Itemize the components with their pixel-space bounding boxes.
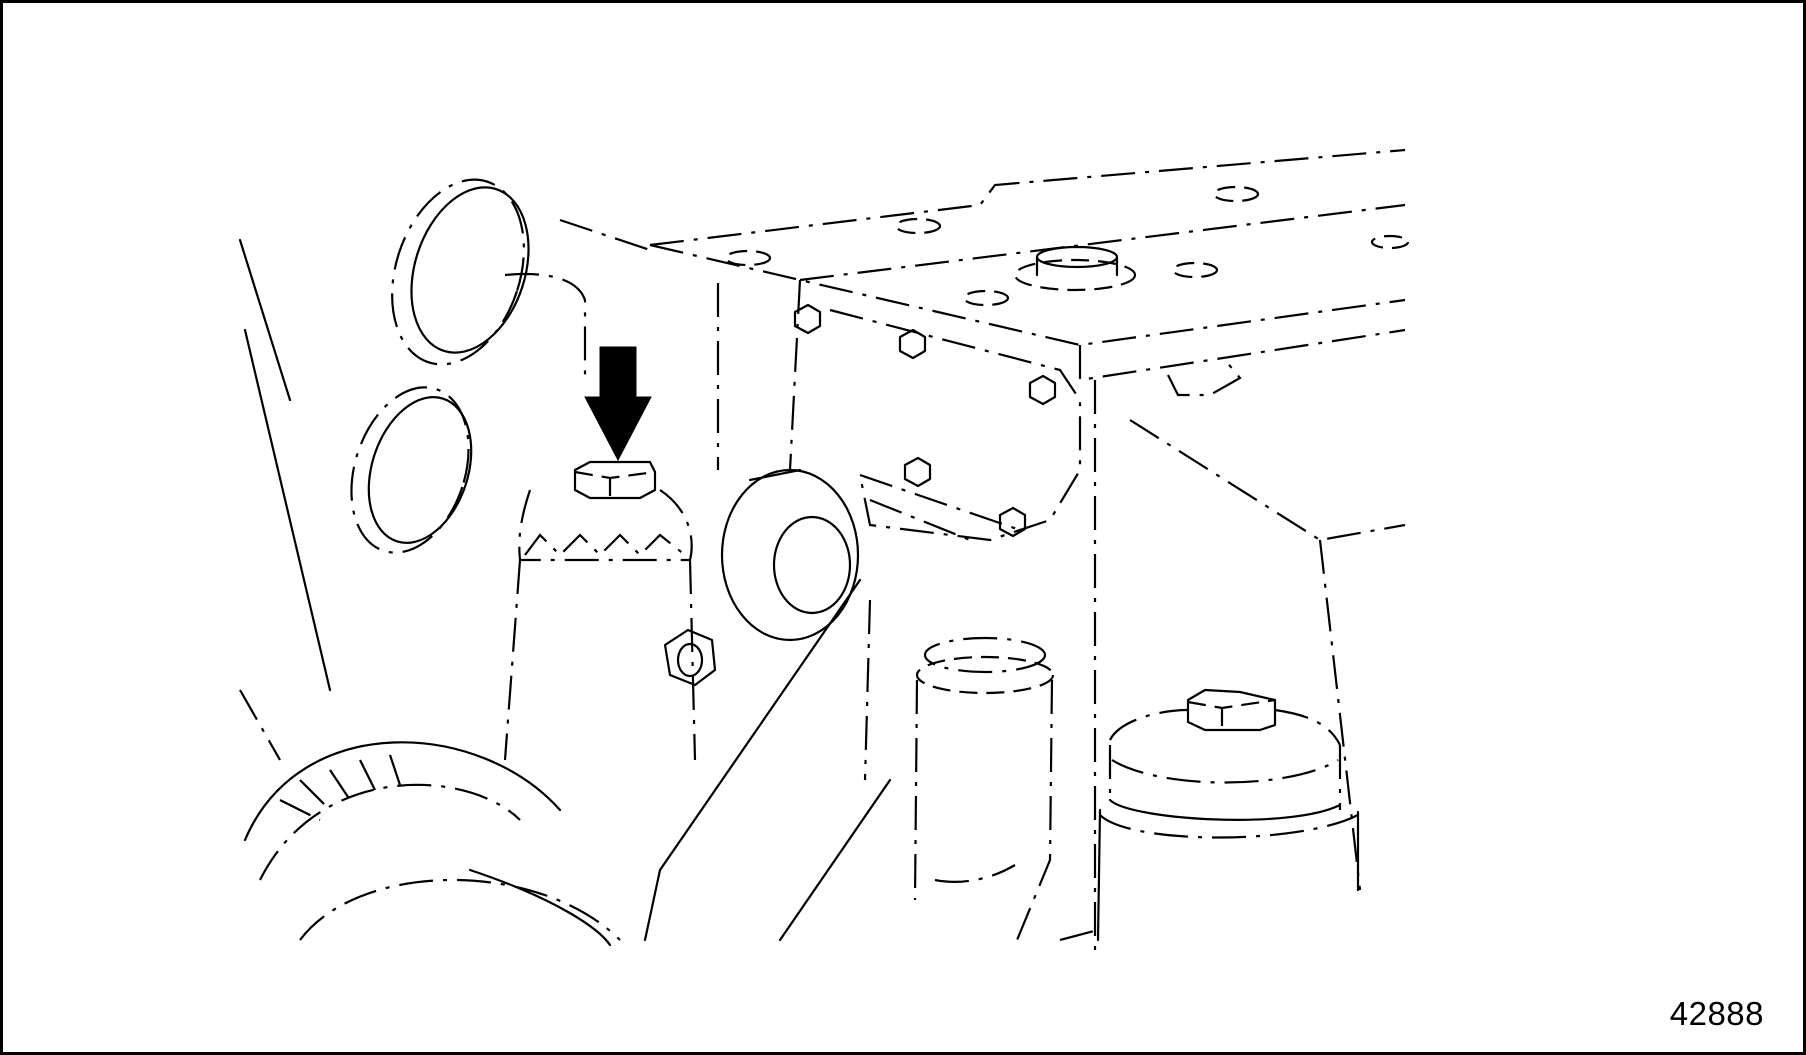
- idler-pulley: [720, 468, 860, 642]
- oil-fill-cap: [503, 460, 697, 761]
- misc-edges: [239, 498, 1099, 942]
- oil-filter: [1096, 688, 1360, 942]
- nut-icon: [663, 628, 717, 687]
- cylinder-head: [649, 148, 1410, 382]
- figure-reference-number: 42888: [1669, 995, 1764, 1032]
- intake-pipes: [238, 178, 651, 692]
- bracket: [643, 578, 892, 942]
- indicator-arrow: [584, 346, 652, 462]
- crank-pulley: [243, 741, 621, 947]
- engine-block: [1093, 359, 1406, 960]
- bolt-icon: [793, 303, 1057, 538]
- front-cover: [716, 279, 1082, 542]
- filler-neck: [913, 636, 1055, 946]
